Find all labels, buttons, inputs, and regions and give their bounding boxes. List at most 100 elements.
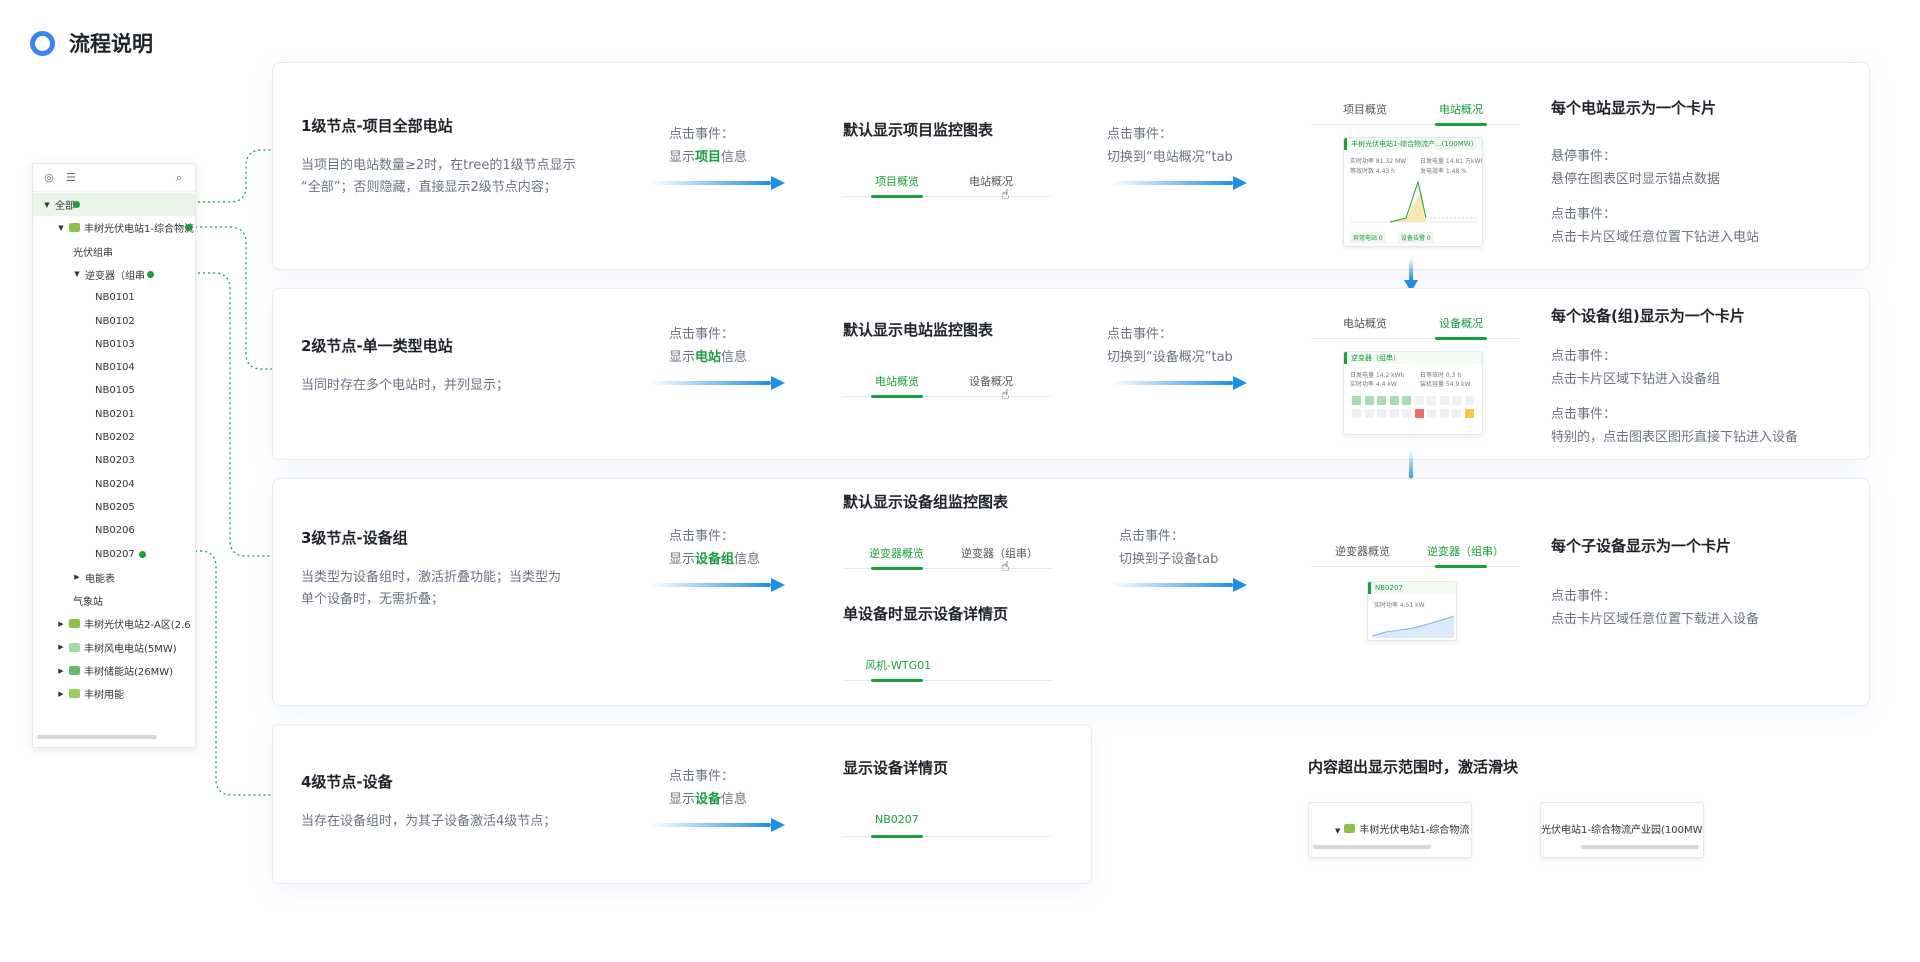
hand-cursor-icon: ☝ xyxy=(1001,387,1010,403)
tab-underline xyxy=(871,195,923,198)
tab-device-nb0207[interactable]: NB0207 xyxy=(875,813,919,826)
chevron-right-icon[interactable]: ▶ xyxy=(58,619,64,628)
sub-device-card-thumbnail[interactable]: NB0207 实时功率 4.51 kW xyxy=(1367,581,1457,641)
flow-arrow xyxy=(649,376,785,390)
tab-station-overview[interactable]: 电站概览 xyxy=(875,375,919,388)
locate-icon[interactable]: ◎ xyxy=(44,170,54,184)
device-status-cell[interactable] xyxy=(1352,409,1361,418)
card-level-3: 3级节点-设备组 当类型为设备组时，激活折叠功能；当类型为 单个设备时，无需折叠… xyxy=(272,478,1870,706)
device-status-cell[interactable] xyxy=(1427,409,1436,418)
chevron-down-icon[interactable]: ▼ xyxy=(44,200,50,209)
device-status-cell[interactable] xyxy=(1452,396,1461,405)
tree-node[interactable]: NB0205 xyxy=(33,496,195,519)
thumb-metric: 实时功率 4.4 kW xyxy=(1350,381,1397,388)
tree-node[interactable]: NB0104 xyxy=(33,356,195,379)
overflow-scrollbar[interactable] xyxy=(1581,845,1699,849)
device-status-cell[interactable] xyxy=(1439,409,1449,418)
event-block: 点击事件： 显示项目信息 xyxy=(669,123,747,169)
tab-inverter-string[interactable]: 逆变器（组串） xyxy=(1427,545,1504,558)
tree-node[interactable]: NB0103 xyxy=(33,333,195,356)
device-status-cell[interactable] xyxy=(1377,396,1386,405)
tab-station-overview[interactable]: 电站概况 xyxy=(969,175,1013,188)
device-status-cell[interactable] xyxy=(1377,409,1386,418)
device-status-cell[interactable] xyxy=(1389,396,1399,405)
chevron-right-icon[interactable]: ▶ xyxy=(58,643,64,652)
tree-node[interactable]: NB0102 xyxy=(33,310,195,333)
event-text: 显示设备信息 xyxy=(669,792,748,807)
device-status-cell[interactable] xyxy=(1452,409,1461,418)
device-status-cell[interactable] xyxy=(1402,396,1411,405)
tree-node[interactable]: ▼全部 xyxy=(33,193,195,216)
tree-node-label: NB0101 xyxy=(95,292,135,304)
tree-node[interactable]: ▶电能表 xyxy=(33,566,195,589)
collapse-list-icon[interactable]: ☰ xyxy=(66,170,76,184)
device-group-card-thumbnail[interactable]: 逆变器（组串） 日发电量 14.2 kWh 日等效时 0.3 h 实时功率 4.… xyxy=(1343,351,1483,435)
tree-node[interactable]: 光伏组串 xyxy=(33,240,195,263)
tree-scrollbar[interactable] xyxy=(37,735,157,739)
tree-node[interactable]: NB0101 xyxy=(33,286,195,309)
tab-project-overview[interactable]: 项目概览 xyxy=(1343,103,1387,116)
overflow-title: 内容超出显示范围时，激活滑块 xyxy=(1308,758,1519,776)
thumb-footer: 异常电站 0 xyxy=(1350,232,1386,243)
result-tabs: 逆变器概览 逆变器（组串） xyxy=(1311,539,1519,568)
chevron-right-icon[interactable]: ▶ xyxy=(58,666,64,675)
device-status-cell[interactable] xyxy=(1352,396,1361,405)
tab-project-overview[interactable]: 项目概览 xyxy=(875,175,919,188)
tab-inverter-string[interactable]: 逆变器（组串） xyxy=(961,547,1038,560)
right-title: 每个设备(组)显示为一个卡片 xyxy=(1551,307,1745,325)
tree-node[interactable]: ▼丰树光伏电站1-综合物流 xyxy=(33,216,195,239)
flow-arrow xyxy=(649,176,785,190)
tree-node[interactable]: 气象站 xyxy=(33,589,195,612)
tab-device-overview[interactable]: 设备概况 xyxy=(969,375,1013,388)
default-chart-title: 默认显示项目监控图表 xyxy=(843,121,994,139)
device-status-cell[interactable] xyxy=(1439,396,1449,405)
tab-underline xyxy=(1435,565,1487,568)
tree-node-label: NB0201 xyxy=(95,408,135,420)
chevron-right-icon[interactable]: ▶ xyxy=(58,689,64,698)
tab-wind-turbine[interactable]: 风机-WTG01 xyxy=(865,659,932,672)
device-status-cell[interactable] xyxy=(1414,409,1424,418)
tree-node[interactable]: NB0202 xyxy=(33,426,195,449)
tree-node[interactable]: NB0203 xyxy=(33,449,195,472)
device-status-cell[interactable] xyxy=(1364,409,1374,418)
tab-inverter-overview[interactable]: 逆变器概览 xyxy=(1335,545,1390,558)
tab-device-overview[interactable]: 设备概况 xyxy=(1439,317,1483,330)
tree-node[interactable]: ▼逆变器（组串 xyxy=(33,263,195,286)
device-status-cell[interactable] xyxy=(1414,396,1424,405)
tree-node[interactable]: ▶ 丰树光伏电站2-A区(2.6 xyxy=(33,612,195,635)
tree-node[interactable]: ▶丰树用能 xyxy=(33,682,195,705)
device-status-cell[interactable] xyxy=(1427,396,1436,405)
device-status-cell[interactable] xyxy=(1464,409,1474,418)
tree-node[interactable]: NB0206 xyxy=(33,519,195,542)
switch-event-block: 点击事件： 切换到“设备概况”tab xyxy=(1107,323,1233,369)
device-status-cell[interactable] xyxy=(1402,409,1411,418)
search-icon[interactable]: ⌕ xyxy=(175,170,183,184)
device-status-cell[interactable] xyxy=(1389,409,1399,418)
tab-station-overview[interactable]: 电站概览 xyxy=(1343,317,1387,330)
tree-node-label: 气象站 xyxy=(73,597,103,609)
wind-icon xyxy=(69,642,80,652)
chevron-down-icon[interactable]: ▼ xyxy=(74,270,80,279)
tabs-preview: 项目概览 电站概况 xyxy=(843,169,1051,198)
tab-inverter-overview[interactable]: 逆变器概览 xyxy=(869,547,924,560)
page-title-text: 流程说明 xyxy=(69,32,153,56)
tree-node[interactable]: NB0204 xyxy=(33,473,195,496)
tree-node[interactable]: NB0105 xyxy=(33,379,195,402)
tree-node[interactable]: ▶丰树风电电站(5MW) xyxy=(33,636,195,659)
tree-node[interactable]: NB0201 xyxy=(33,403,195,426)
event-block: 点击事件： 显示电站信息 xyxy=(669,323,747,369)
station-card-thumbnail[interactable]: 丰树光伏电站1-综合物流产...(100MW) 实时功率 81.32 MW 日发… xyxy=(1343,137,1483,247)
chevron-down-icon: ▼ xyxy=(1335,827,1341,835)
device-status-cell[interactable] xyxy=(1464,396,1474,405)
tree-node-label: NB0102 xyxy=(95,315,135,327)
chevron-right-icon[interactable]: ▶ xyxy=(74,573,80,582)
tab-station-overview[interactable]: 电站概况 xyxy=(1439,103,1483,116)
tree-node-label: 丰树光伏电站2-A区(2.6 xyxy=(84,620,191,632)
thumb-header: NB0207 xyxy=(1368,582,1456,594)
tree-node[interactable]: ▶丰树储能站(26MW) xyxy=(33,659,195,682)
device-status-cell[interactable] xyxy=(1364,396,1374,405)
tree-node[interactable]: NB0207 xyxy=(33,543,195,566)
connector-dot xyxy=(147,270,154,278)
chevron-down-icon[interactable]: ▼ xyxy=(58,223,64,232)
overflow-scrollbar[interactable] xyxy=(1313,845,1431,849)
